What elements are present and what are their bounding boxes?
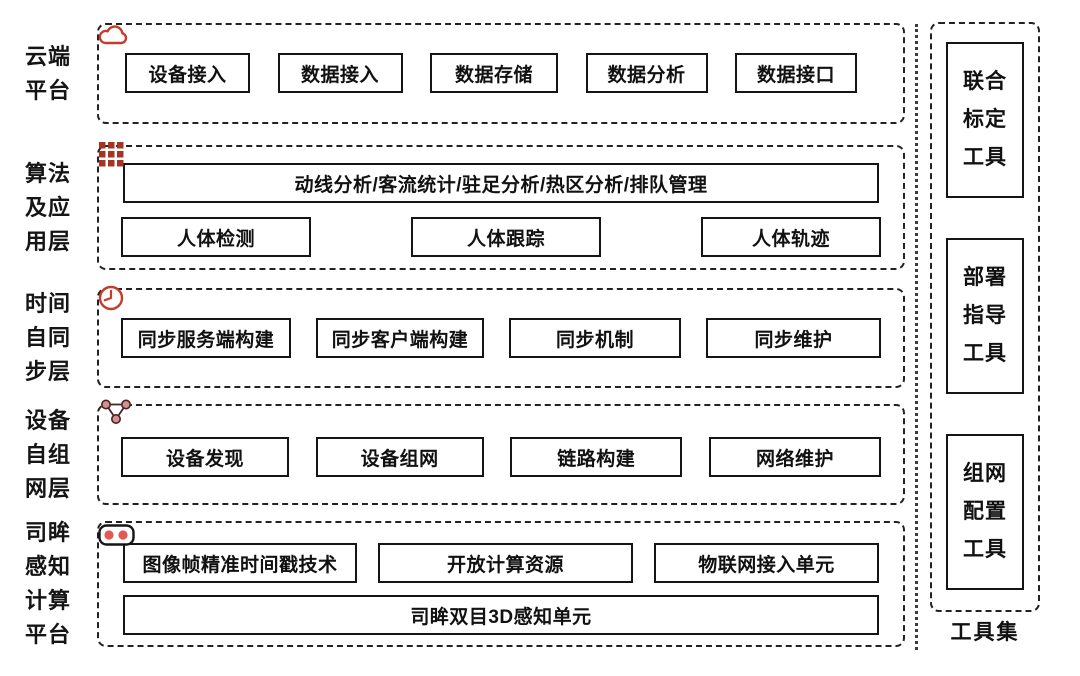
toolset-panel: 联合 标定 工具 部署 指导 工具 组网 配置 工具 — [930, 22, 1040, 612]
clock-icon — [97, 284, 125, 312]
module-box: 网络维护 — [708, 437, 881, 477]
section-divider — [915, 24, 918, 650]
tool-box-deployment-guide: 部署 指导 工具 — [946, 238, 1024, 394]
module-box: 同步机制 — [509, 318, 681, 358]
layer-label-time-sync: 时间 自同 步层 — [24, 291, 71, 384]
stereo-3d-unit-box: 司眸双目3D感知单元 — [123, 595, 879, 635]
module-box: 物联网接入单元 — [654, 543, 879, 583]
toolset-label: 工具集 — [950, 621, 1020, 644]
module-box: 同步服务端构建 — [121, 318, 291, 358]
network-nodes-icon — [99, 398, 132, 427]
module-box: 数据接口 — [735, 53, 857, 93]
layer-perception-platform: 图像帧精准时间戳技术 开放计算资源 物联网接入单元 司眸双目3D感知单元 — [97, 521, 905, 647]
module-box: 同步客户端构建 — [316, 318, 484, 358]
layer-cloud-platform: 设备接入 数据接入 数据存储 数据分析 数据接口 — [97, 23, 905, 124]
grid-dots-icon — [98, 141, 125, 168]
layer-label-perception-platform: 司眸 感知 计算 平台 — [24, 520, 71, 647]
module-box: 数据存储 — [430, 53, 558, 93]
stereo-camera-icon — [98, 524, 135, 546]
tool-box-network-config: 组网 配置 工具 — [946, 434, 1024, 590]
module-box: 图像帧精准时间戳技术 — [123, 543, 357, 583]
module-box: 同步维护 — [706, 318, 881, 358]
cloud-icon — [97, 23, 130, 48]
module-box: 数据分析 — [585, 53, 708, 93]
module-box: 开放计算资源 — [378, 543, 633, 583]
layer-label-algorithm-application: 算法 及应 用层 — [24, 160, 71, 254]
layer-time-sync: 同步服务端构建 同步客户端构建 同步机制 同步维护 — [97, 285, 905, 388]
tool-box-joint-calibration: 联合 标定 工具 — [946, 42, 1024, 198]
module-box: 设备接入 — [125, 53, 250, 93]
layer-label-cloud-platform: 云端 平台 — [24, 43, 71, 103]
module-box: 人体检测 — [121, 217, 311, 257]
module-box: 人体跟踪 — [411, 217, 601, 257]
module-box: 人体轨迹 — [701, 217, 881, 257]
module-box: 数据接入 — [277, 53, 403, 93]
module-box: 链路构建 — [510, 437, 683, 477]
layer-device-network: 设备发现 设备组网 链路构建 网络维护 — [97, 399, 905, 505]
layer-label-device-network: 设备 自组 网层 — [24, 407, 71, 501]
module-box: 设备发现 — [121, 437, 289, 477]
module-box: 设备组网 — [315, 437, 484, 477]
analysis-functions-box: 动线分析/客流统计/驻足分析/热区分析/排队管理 — [123, 163, 879, 203]
layer-algorithm-application: 动线分析/客流统计/驻足分析/热区分析/排队管理 人体检测 人体跟踪 人体轨迹 — [97, 142, 905, 270]
